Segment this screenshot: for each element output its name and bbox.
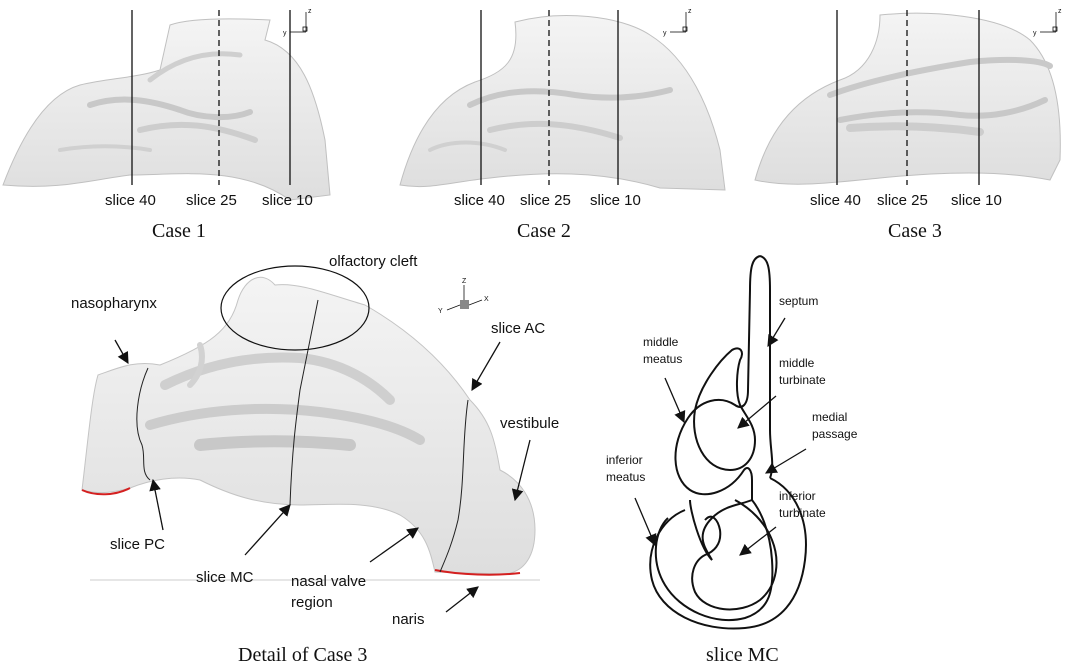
label-nasal-valve-line1: nasal valve — [291, 573, 366, 590]
label-middle-turbinate-line2: turbinate — [779, 373, 826, 387]
slice-ac-arrow — [472, 342, 500, 390]
case-1-slice-25-label: slice 25 — [186, 192, 237, 209]
label-inferior-turbinate-line2: turbinate — [779, 506, 826, 520]
case-2-panel: z y slice 40 slice 25 slice 10 Case 2 — [400, 8, 725, 242]
detail-axis-X: X — [484, 296, 489, 303]
case-3-slice-40-label: slice 40 — [810, 192, 861, 209]
case-3-airway-shape — [755, 13, 1060, 184]
label-middle-turbinate-line1: middle — [779, 356, 815, 370]
case-2-slice-40-label: slice 40 — [454, 192, 505, 209]
cross-section-panel — [650, 256, 806, 629]
case-3-axis-triad — [1040, 12, 1057, 32]
detail-caption: Detail of Case 3 — [238, 644, 367, 666]
inferior-meatus-arrow — [635, 498, 655, 545]
detail-panel: Z X Y olfactory cleft nasopharynx slice … — [71, 253, 559, 666]
label-medial-passage-line1: medial — [812, 410, 847, 424]
label-middle-meatus-line1: middle — [643, 335, 679, 349]
label-slice-mc: slice MC — [196, 569, 254, 586]
case-3-slice-10-label: slice 10 — [951, 192, 1002, 209]
detail-axis-Y: Y — [438, 308, 443, 315]
case-2-airway-shape — [400, 16, 725, 190]
nasal-valve-arrow — [370, 528, 418, 562]
label-inferior-meatus-line2: meatus — [606, 470, 645, 484]
case-3-slice-25-label: slice 25 — [877, 192, 928, 209]
label-vestibule: vestibule — [500, 415, 559, 432]
label-nasal-valve-line2: region — [291, 594, 333, 611]
case-2-axis-z: z — [688, 8, 692, 15]
label-inferior-meatus-line1: inferior — [606, 453, 643, 467]
middle-meatus-arrow — [665, 378, 684, 422]
label-inferior-turbinate-line1: inferior — [779, 489, 816, 503]
detail-axis-Z: Z — [462, 278, 467, 285]
slice-mc-arrow — [245, 505, 290, 555]
case-1-axis-y: y — [283, 30, 287, 37]
case-3-panel: z y slice 40 slice 25 slice 10 Case 3 — [755, 8, 1062, 242]
detail-axis-triad: Z X Y — [438, 278, 489, 315]
case-2-caption: Case 2 — [517, 220, 571, 242]
case-3-axis-y: y — [1033, 30, 1037, 37]
case-1-slice-40-label: slice 40 — [105, 192, 156, 209]
case-2-slice-25-label: slice 25 — [520, 192, 571, 209]
nasopharynx-arrow — [115, 340, 128, 363]
naris-arrow — [446, 587, 478, 612]
label-septum: septum — [779, 294, 818, 308]
case-1-airway-shape — [3, 19, 330, 200]
cross-section-caption: slice MC — [706, 644, 779, 666]
case-2-axis-triad — [670, 12, 687, 32]
cross-section-septum — [760, 256, 772, 478]
label-slice-ac: slice AC — [491, 320, 545, 337]
case-1-slice-10-label: slice 10 — [262, 192, 313, 209]
case-1-axis-triad — [290, 12, 307, 32]
slice-pc-arrow — [153, 480, 163, 530]
case-3-axis-z: z — [1058, 8, 1062, 15]
case-3-caption: Case 3 — [888, 220, 942, 242]
label-middle-meatus-line2: meatus — [643, 352, 682, 366]
label-naris: naris — [392, 611, 425, 628]
case-2-axis-y: y — [663, 30, 667, 37]
cross-section-middle-turbinate — [694, 348, 755, 470]
label-nasopharynx: nasopharynx — [71, 295, 157, 312]
case-1-panel: z y slice 40 slice 25 slice 10 Case 1 — [3, 8, 330, 242]
case-1-axis-z: z — [308, 8, 312, 15]
label-olfactory-cleft: olfactory cleft — [329, 253, 418, 270]
label-medial-passage-line2: passage — [812, 427, 858, 441]
label-slice-pc: slice PC — [110, 536, 165, 553]
cross-section-inferior-turbinate — [692, 500, 776, 609]
case-1-caption: Case 1 — [152, 220, 206, 242]
case-2-slice-10-label: slice 10 — [590, 192, 641, 209]
